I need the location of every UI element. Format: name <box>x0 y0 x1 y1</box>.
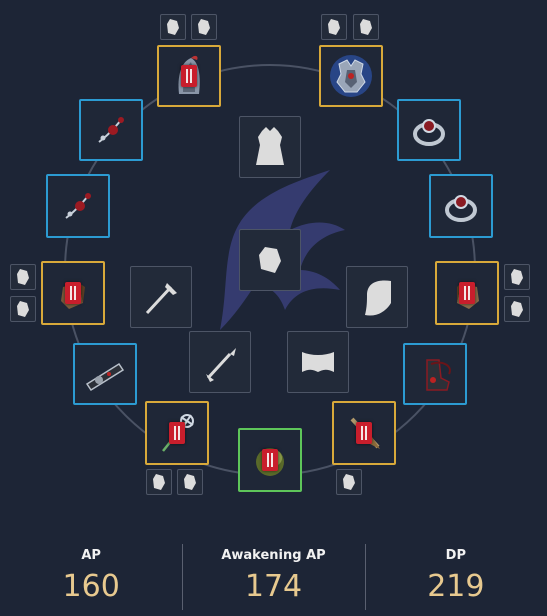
underwear-slot[interactable] <box>287 331 349 393</box>
sub-weapon-costume-slot[interactable] <box>346 266 408 328</box>
enhancement-badge <box>169 422 185 444</box>
helmet-slot[interactable] <box>157 45 221 107</box>
armor-icon <box>330 55 372 97</box>
main-weapon-costume-slot[interactable] <box>130 266 192 328</box>
gem-socket-main-weapon-1[interactable] <box>146 469 172 495</box>
crystal-socket-icon <box>343 474 355 490</box>
gloves-slot-left[interactable] <box>41 261 105 325</box>
stat-ap: AP 160 <box>0 540 182 616</box>
stat-ap-label: AP <box>81 548 101 563</box>
crystal-socket-icon <box>17 269 29 285</box>
stat-dp: DP 219 <box>364 540 547 616</box>
ring-icon <box>413 119 445 146</box>
gem-socket-armor-2[interactable] <box>353 14 379 40</box>
gem-socket-helmet-2[interactable] <box>191 14 217 40</box>
stat-awakening-ap: Awakening AP 174 <box>182 540 364 616</box>
alchemy-stone-slot[interactable] <box>239 229 301 291</box>
crystal-socket-icon <box>184 474 196 490</box>
earring-icon <box>65 193 91 219</box>
ring-slot-2[interactable] <box>429 174 493 238</box>
gem-socket-main-weapon-2[interactable] <box>177 469 203 495</box>
gem-socket-gloves-left-1[interactable] <box>10 264 36 290</box>
ring-icon <box>445 195 477 222</box>
enhancement-badge <box>181 65 197 87</box>
sword-silhouette-icon <box>145 283 177 315</box>
awakening-weapon-slot[interactable] <box>332 401 396 465</box>
boots-slot[interactable] <box>403 343 467 405</box>
dagger-silhouette-icon <box>206 348 236 382</box>
gloves-slot-right[interactable] <box>435 261 499 325</box>
boots-icon <box>426 359 451 391</box>
main-weapon-slot[interactable] <box>145 401 209 465</box>
stone-silhouette-icon <box>259 247 281 273</box>
underwear-silhouette-icon <box>302 352 334 372</box>
enhancement-badge <box>262 449 278 471</box>
gem-socket-gloves-left-2[interactable] <box>10 296 36 322</box>
crystal-socket-icon <box>360 19 372 35</box>
ring-slot-1[interactable] <box>397 99 461 161</box>
gem-socket-gloves-right-2[interactable] <box>504 296 530 322</box>
gem-socket-helmet-1[interactable] <box>160 14 186 40</box>
crystal-socket-icon <box>198 19 210 35</box>
awakening-weapon-costume-slot[interactable] <box>189 331 251 393</box>
stat-dp-label: DP <box>445 548 466 563</box>
enhancement-badge <box>65 282 81 304</box>
stat-awakening-ap-value: 174 <box>244 569 303 604</box>
crystal-socket-icon <box>511 269 523 285</box>
crystal-socket-icon <box>17 301 29 317</box>
armor-slot[interactable] <box>319 45 383 107</box>
gem-socket-awakening-weapon[interactable] <box>336 469 362 495</box>
shield-silhouette-icon <box>365 280 391 316</box>
sub-weapon-slot[interactable] <box>238 428 302 492</box>
costume-silhouette-icon <box>256 127 284 165</box>
earring-slot-2[interactable] <box>46 174 110 238</box>
stats-bar: AP 160 Awakening AP 174 DP 219 <box>0 540 547 616</box>
crystal-socket-icon <box>167 19 179 35</box>
crystal-socket-icon <box>328 19 340 35</box>
costume-slot[interactable] <box>239 116 301 178</box>
gem-socket-armor-1[interactable] <box>321 14 347 40</box>
earring-icon <box>98 117 124 143</box>
earring-slot-1[interactable] <box>79 99 143 161</box>
enhancement-badge <box>356 422 372 444</box>
crystal-socket-icon <box>511 301 523 317</box>
stat-awakening-ap-label: Awakening AP <box>221 548 326 563</box>
stat-ap-value: 160 <box>62 569 120 604</box>
crystal-socket-icon <box>153 474 165 490</box>
belt-icon <box>85 362 125 392</box>
enhancement-badge <box>459 282 475 304</box>
equipment-panel <box>10 14 530 495</box>
gem-socket-gloves-right-1[interactable] <box>504 264 530 290</box>
belt-slot[interactable] <box>73 343 137 405</box>
stat-dp-value: 219 <box>427 569 485 604</box>
